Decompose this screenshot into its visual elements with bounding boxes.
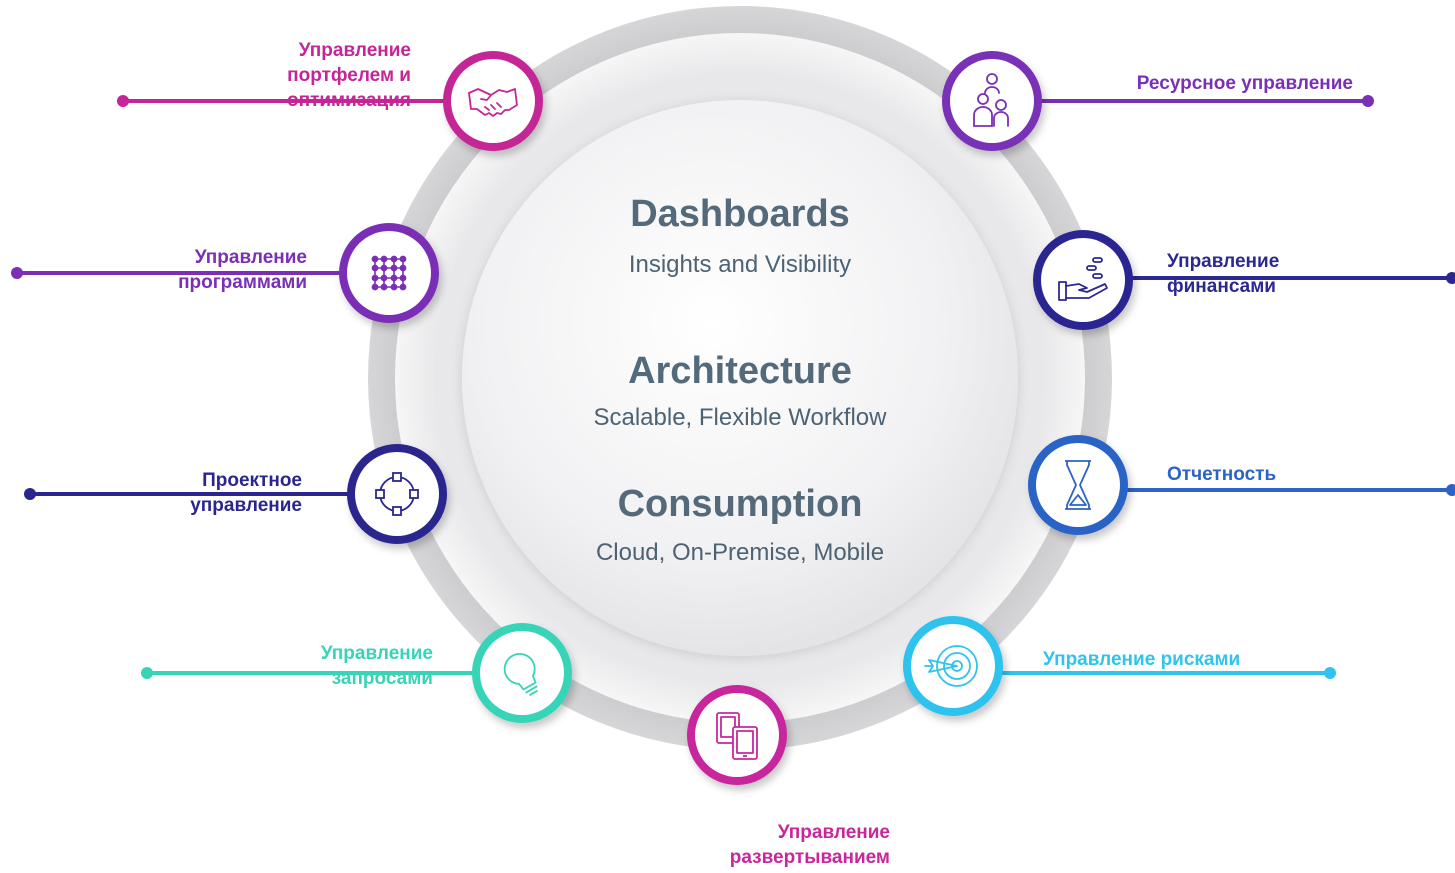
center-title-consumption: Consumption	[617, 483, 863, 525]
devices-icon	[716, 712, 758, 760]
label-requests: Управление запросами	[320, 643, 433, 689]
node-finance[interactable]	[1033, 230, 1133, 330]
center-subtitle-architecture: Scalable, Flexible Workflow	[593, 404, 887, 431]
label-portfolio: Управление портфелем и оптимизация	[286, 40, 411, 111]
center-subtitle-consumption: Cloud, On-Premise, Mobile	[595, 539, 885, 566]
label-finance: Управление финансами	[1167, 251, 1280, 297]
connector-reporting	[1110, 484, 1455, 496]
center-title-dashboards: Dashboards	[630, 193, 850, 235]
connector-project	[24, 488, 360, 500]
label-risks: Управление рисками	[1043, 649, 1241, 670]
handshake-icon	[468, 88, 518, 117]
hourglass-icon	[1065, 460, 1091, 510]
node-resource[interactable]	[942, 51, 1042, 151]
node-risks[interactable]	[903, 616, 1003, 716]
node-portfolio[interactable]	[443, 51, 543, 151]
node-requests[interactable]	[472, 623, 572, 723]
node-deployment[interactable]	[687, 685, 787, 785]
center-title-architecture: Architecture	[628, 350, 852, 392]
connector-portfolio	[117, 95, 460, 107]
label-project: Проектное управление	[190, 470, 302, 516]
node-project[interactable]	[347, 444, 447, 544]
label-reporting: Отчетность	[1167, 464, 1277, 485]
connector-programs	[11, 267, 350, 279]
lightbulb-icon	[503, 653, 538, 696]
grid-nodes-icon	[371, 255, 407, 291]
connector-risks	[990, 667, 1336, 679]
connector-requests	[141, 667, 485, 679]
connector-finance	[1120, 272, 1455, 284]
hand-coins-icon	[1058, 257, 1108, 301]
label-resource: Ресурсное управление	[1136, 73, 1353, 94]
label-deployment: Управление развертыванием	[729, 822, 890, 868]
people-icon	[973, 73, 1009, 127]
center-subtitle-dashboards: Insights and Visibility	[628, 251, 852, 278]
label-programs: Управление программами	[178, 247, 307, 293]
node-programs[interactable]	[339, 223, 439, 323]
node-reporting[interactable]	[1028, 435, 1128, 535]
target-icon	[924, 645, 978, 687]
inner-disc	[462, 100, 1018, 656]
project-cycle-icon	[375, 472, 419, 516]
connector-resource	[1030, 95, 1374, 107]
